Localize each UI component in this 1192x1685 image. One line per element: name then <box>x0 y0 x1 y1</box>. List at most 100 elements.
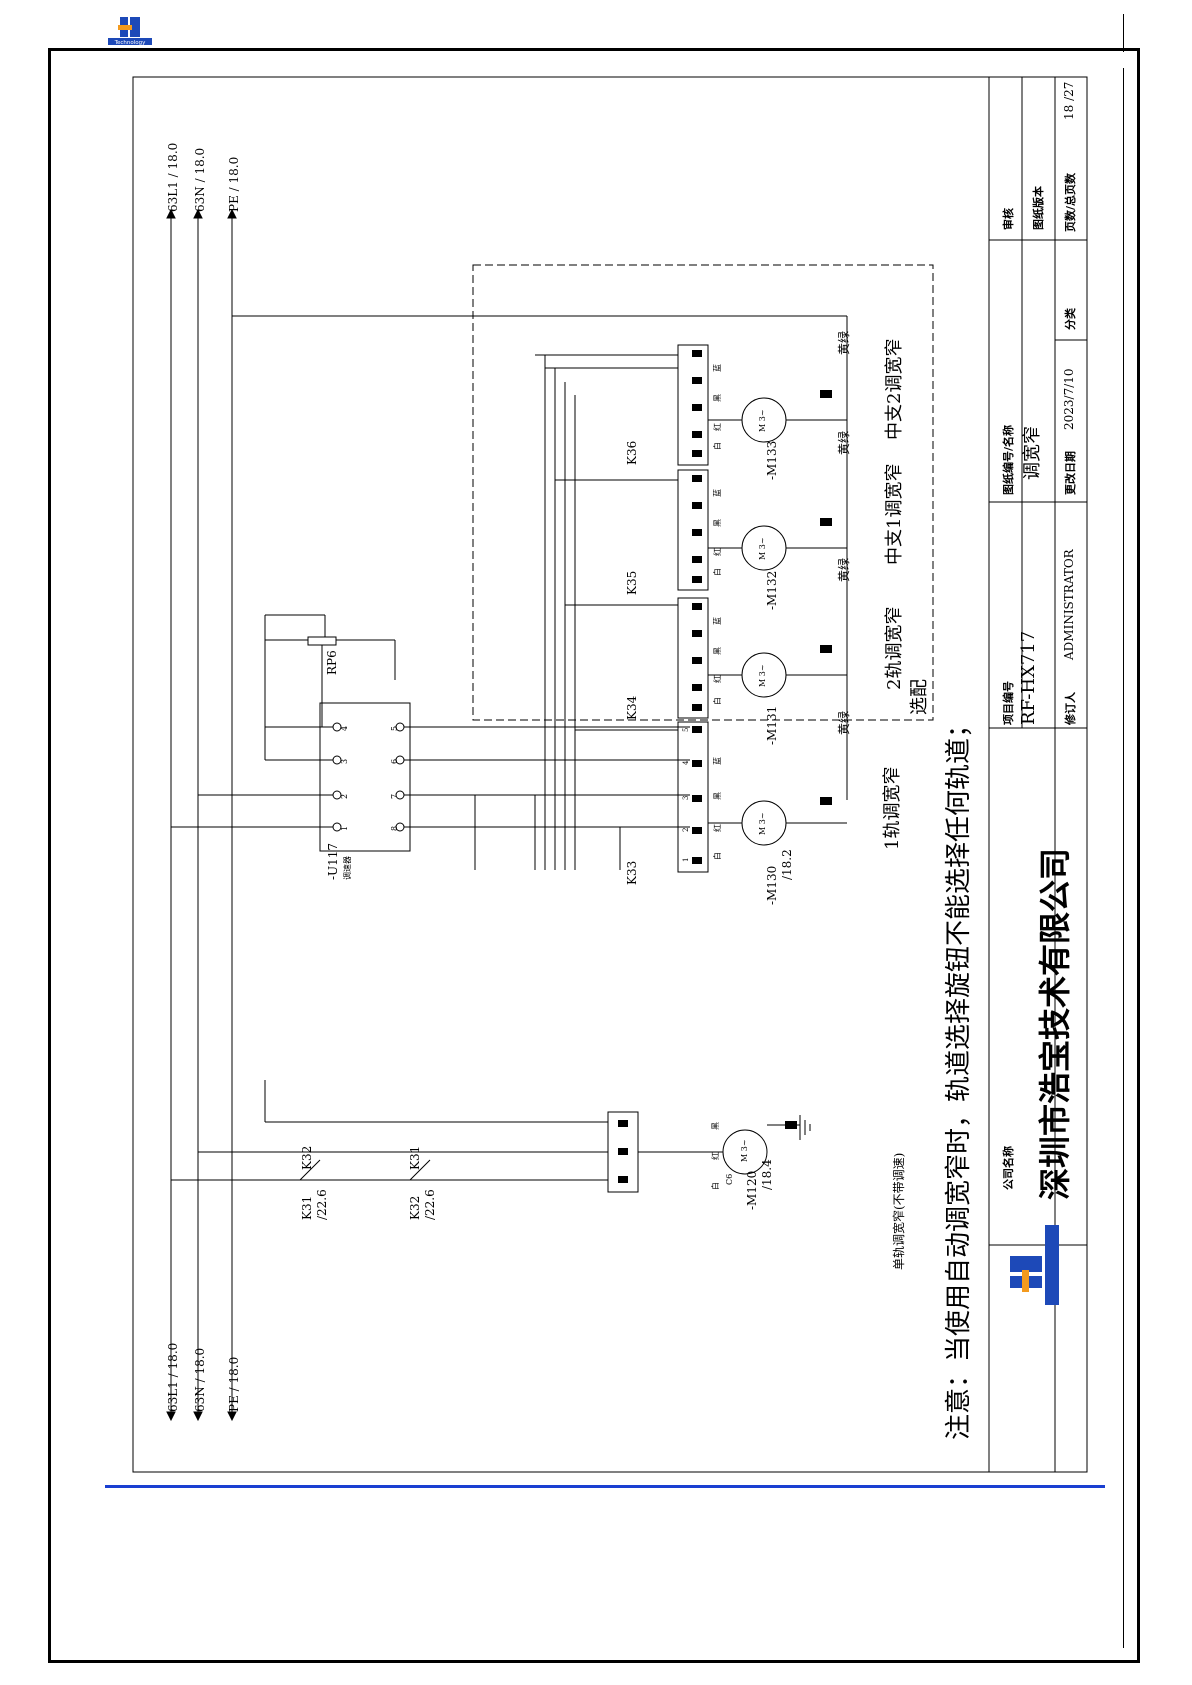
k31a-label: K31 <box>408 1145 422 1170</box>
logo-sub: Technology <box>114 40 147 46</box>
pin-6: 6 <box>390 758 399 764</box>
bus-label-bottom-63n: 63N / 18.0 <box>193 1347 207 1412</box>
company-logo: Technology <box>108 17 152 46</box>
wire-red: 红 <box>713 824 722 832</box>
left-circuit-caption: 单轨调宽窄(不带调速) <box>892 1152 906 1270</box>
wire-yg-3: 黄绿 <box>837 430 851 455</box>
m133-contact: K36 <box>625 440 639 465</box>
wire-black-3: 黑 <box>713 519 722 527</box>
wire-red-4: 红 <box>713 423 722 431</box>
margin-tick <box>1123 14 1124 52</box>
controller-tag: -U117 <box>326 842 340 880</box>
pin-7: 7 <box>390 793 399 799</box>
reviewer-label: 审核 <box>1002 208 1015 230</box>
warning-note: 注意：当使用自动调宽窄时，轨道选择旋钮不能选择任何轨道； <box>944 711 974 1440</box>
m130-tag: -M130 <box>765 865 779 905</box>
pot-label: RP6 <box>325 650 339 675</box>
wire-yg-2: 黄绿 <box>837 557 851 582</box>
wire-yg: 黄绿 <box>837 710 851 735</box>
pin-3: 3 <box>340 758 349 764</box>
k31-ref: /22.6 <box>315 1189 329 1220</box>
page-value: 18 /27 <box>1062 81 1076 120</box>
editor-label: 修订人 <box>1064 692 1077 725</box>
pin-5: 5 <box>390 725 399 731</box>
wire-white: 白 <box>713 852 722 860</box>
bus-label-top-63n: 63N / 18.0 <box>193 147 207 212</box>
bus-label-bottom-pe: PE / 18.0 <box>227 1356 241 1412</box>
m120-red: 红 <box>711 1152 720 1160</box>
wire-black-2: 黑 <box>713 647 722 655</box>
m131-tag: -M131 <box>765 705 779 745</box>
m132-contact: K35 <box>625 570 639 595</box>
k32-label: K32 <box>408 1195 422 1220</box>
wire-white-3: 白 <box>713 568 722 576</box>
m133-tag: -M133 <box>765 440 779 480</box>
wire-white-2: 白 <box>713 697 722 705</box>
pin-4: 4 <box>340 725 349 731</box>
m120-white: 白 <box>711 1182 720 1190</box>
option-label: 选配 <box>909 679 930 715</box>
bus-label-top-pe: PE / 18.0 <box>227 156 241 212</box>
wire-blue-4: 蓝 <box>713 364 722 372</box>
date-value: 2023/7/10 <box>1062 368 1076 430</box>
pin-8: 8 <box>390 825 399 831</box>
drawing-value: 调宽窄 <box>1022 426 1043 480</box>
m131-caption: 2轨调宽窄 <box>884 606 905 690</box>
pin-1: 1 <box>340 825 349 831</box>
m130-symbol-text: M 3~ <box>758 812 767 835</box>
m132-caption: 中支1调宽窄 <box>884 463 905 565</box>
page-frame <box>48 48 1140 1663</box>
term-3: 3 <box>682 795 690 800</box>
version-label: 图纸版本 <box>1032 186 1045 230</box>
company-label: 公司名称 <box>1002 1146 1015 1190</box>
term-1: 1 <box>682 857 690 862</box>
m120-ref: /18.4 <box>760 1159 774 1190</box>
company-name: 深圳市浩宝技术有限公司 <box>1036 847 1074 1200</box>
editor-value: ADMINISTRATOR <box>1062 549 1076 660</box>
term-5: 5 <box>682 727 690 732</box>
wire-blue: 蓝 <box>713 757 722 765</box>
m130-caption: 1轨调宽窄 <box>882 766 903 850</box>
m130-contact: K33 <box>625 860 639 885</box>
m120-black: 黑 <box>711 1122 720 1130</box>
controller-box <box>319 702 411 852</box>
m133-caption: 中支2调宽窄 <box>884 338 905 440</box>
project-label: 项目编号 <box>1002 681 1015 725</box>
terminal-blocks <box>677 344 709 873</box>
term-4: 4 <box>682 760 690 765</box>
margin-line <box>1123 68 1124 1648</box>
pin-2: 2 <box>340 793 349 799</box>
m120-symbol-text: M 3~ <box>740 1139 749 1162</box>
wire-red-3: 红 <box>713 548 722 556</box>
bus-label-bottom-63l1: 63L1 / 18.0 <box>166 1342 180 1412</box>
wire-blue-3: 蓝 <box>713 489 722 497</box>
m120-tag: -M120 <box>745 1170 759 1210</box>
blue-rule <box>105 1485 1105 1488</box>
drawing-label: 图纸编号/名称 <box>1002 424 1015 495</box>
drawing-border <box>132 76 1088 1473</box>
k32a-label: K32 <box>300 1145 314 1170</box>
project-value: RF-HX717 <box>1018 630 1039 725</box>
k31-label: K31 <box>300 1195 314 1220</box>
bus-label-top-63l1: 63L1 / 18.0 <box>166 142 180 212</box>
m120-cap: C6 <box>725 1173 734 1185</box>
term-2: 2 <box>682 827 690 832</box>
wire-blue-2: 蓝 <box>713 617 722 625</box>
m132-tag: -M132 <box>765 570 779 610</box>
m133-symbol-text: M 3~ <box>758 409 767 432</box>
controller-name: 调速器 <box>343 856 352 880</box>
m131-symbol-text: M 3~ <box>758 664 767 687</box>
page-label: 页数/总页数 <box>1064 172 1077 232</box>
title-block-logo <box>1010 1225 1059 1305</box>
wire-black-4: 黑 <box>713 394 722 402</box>
wire-red-2: 红 <box>713 675 722 683</box>
m130-ref: /18.2 <box>780 849 794 880</box>
date-label: 更改日期 <box>1064 451 1077 495</box>
wire-black: 黑 <box>713 792 722 800</box>
wire-white-4: 白 <box>713 442 722 450</box>
wire-yg-4: 黄绿 <box>837 330 851 355</box>
m132-symbol-text: M 3~ <box>758 537 767 560</box>
m131-contact: K34 <box>625 695 639 720</box>
k32-ref: /22.6 <box>423 1189 437 1220</box>
